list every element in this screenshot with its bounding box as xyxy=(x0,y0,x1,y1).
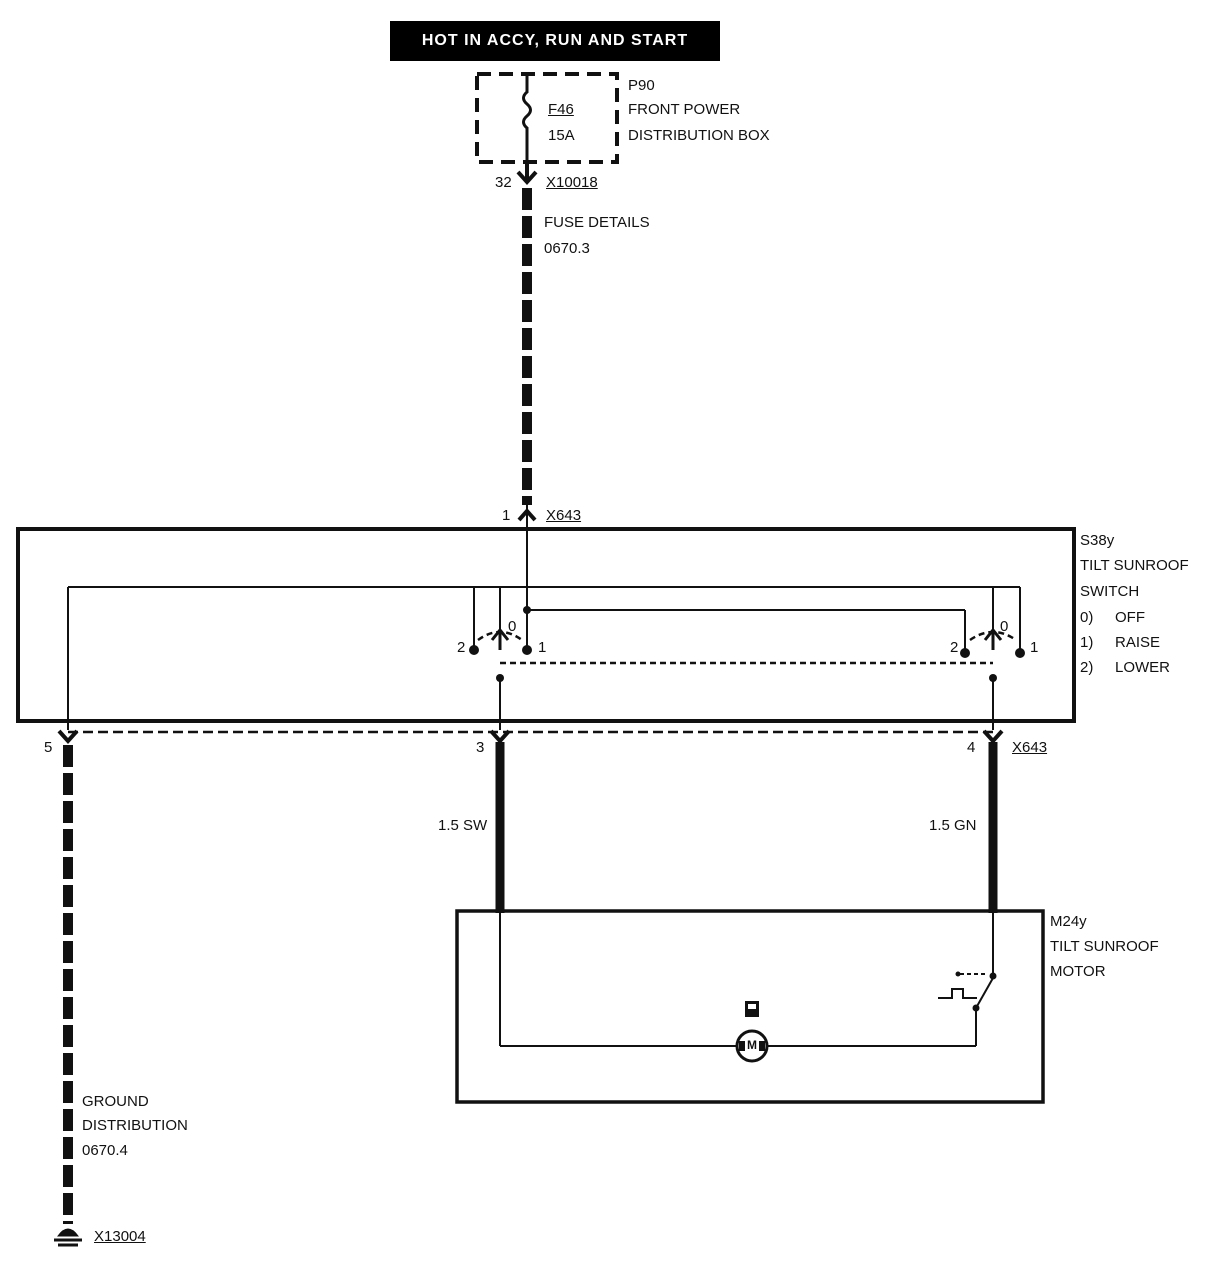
fuse-rating: 15A xyxy=(548,127,575,144)
motor-name-line1: TILT SUNROOF xyxy=(1050,938,1159,955)
motor-internal-wiring xyxy=(499,913,994,1047)
right-contact-1: 1 xyxy=(1030,639,1039,656)
motor-badge-icon xyxy=(745,1001,759,1017)
power-box-name-line2: DISTRIBUTION BOX xyxy=(628,127,770,144)
wire-left-label: 1.5 SW xyxy=(438,817,488,834)
switch-top-connector: X643 xyxy=(546,507,582,524)
power-box-pin: 32 xyxy=(495,174,512,191)
left-contact-1: 1 xyxy=(538,639,547,656)
limit-switch xyxy=(938,971,997,1012)
motor-symbol xyxy=(735,1029,769,1063)
switch-name-line1: TILT SUNROOF xyxy=(1080,557,1189,574)
switch-position-1-num: 1) xyxy=(1080,634,1094,651)
ground-label-line3: 0670.4 xyxy=(82,1142,128,1159)
connector-x643-bottom-symbols xyxy=(57,729,1004,744)
fuse-details-ref: 0670.3 xyxy=(544,240,590,257)
ground-connector-label: X13004 xyxy=(94,1228,146,1245)
ground-pin: 5 xyxy=(44,739,53,756)
hot-in-banner: HOT IN ACCY, RUN AND START xyxy=(390,21,720,61)
switch-internal-wiring xyxy=(67,505,1021,730)
switch-position-2-label: LOWER xyxy=(1115,659,1171,676)
left-contact-0: 0 xyxy=(508,618,517,635)
bottom-connector-label: X643 xyxy=(1012,739,1048,756)
motor-id: M24y xyxy=(1050,913,1087,930)
switch-box xyxy=(16,527,1076,723)
switch-position-2-num: 2) xyxy=(1080,659,1094,676)
motor-name-line2: MOTOR xyxy=(1050,963,1106,980)
switch-contacts xyxy=(469,606,1025,682)
switch-id: S38y xyxy=(1080,532,1115,549)
connector-x10018-label: X10018 xyxy=(546,174,598,191)
power-box-name-line1: FRONT POWER xyxy=(628,101,741,118)
switch-name-line2: SWITCH xyxy=(1080,583,1140,600)
ground-label-line1: GROUND xyxy=(82,1093,149,1110)
switch-arms xyxy=(490,627,1003,650)
power-distribution-box xyxy=(475,72,619,164)
right-contact-0: 0 xyxy=(1000,618,1009,635)
fuse-details-label: FUSE DETAILS xyxy=(544,214,650,231)
fuse-symbol xyxy=(522,74,532,162)
right-pin: 4 xyxy=(967,739,976,756)
connector-x10018-symbol xyxy=(516,162,538,185)
left-pin: 3 xyxy=(476,739,485,756)
fuse-id: F46 xyxy=(548,101,574,118)
wire-right-label: 1.5 GN xyxy=(929,817,977,834)
motor-box xyxy=(455,909,1045,1104)
switch-position-0-label: OFF xyxy=(1115,609,1145,626)
ground-symbol xyxy=(54,1228,82,1247)
left-contact-2: 2 xyxy=(457,639,466,656)
right-contact-2: 2 xyxy=(950,639,959,656)
switch-mechanical-link xyxy=(477,630,1017,665)
power-box-id: P90 xyxy=(628,77,655,94)
switch-top-pin: 1 xyxy=(502,507,511,524)
switch-position-1-label: RAISE xyxy=(1115,634,1161,651)
motor-symbol-label: M xyxy=(747,1038,757,1052)
switch-position-0-num: 0) xyxy=(1080,609,1094,626)
ground-label-line2: DISTRIBUTION xyxy=(82,1117,188,1134)
